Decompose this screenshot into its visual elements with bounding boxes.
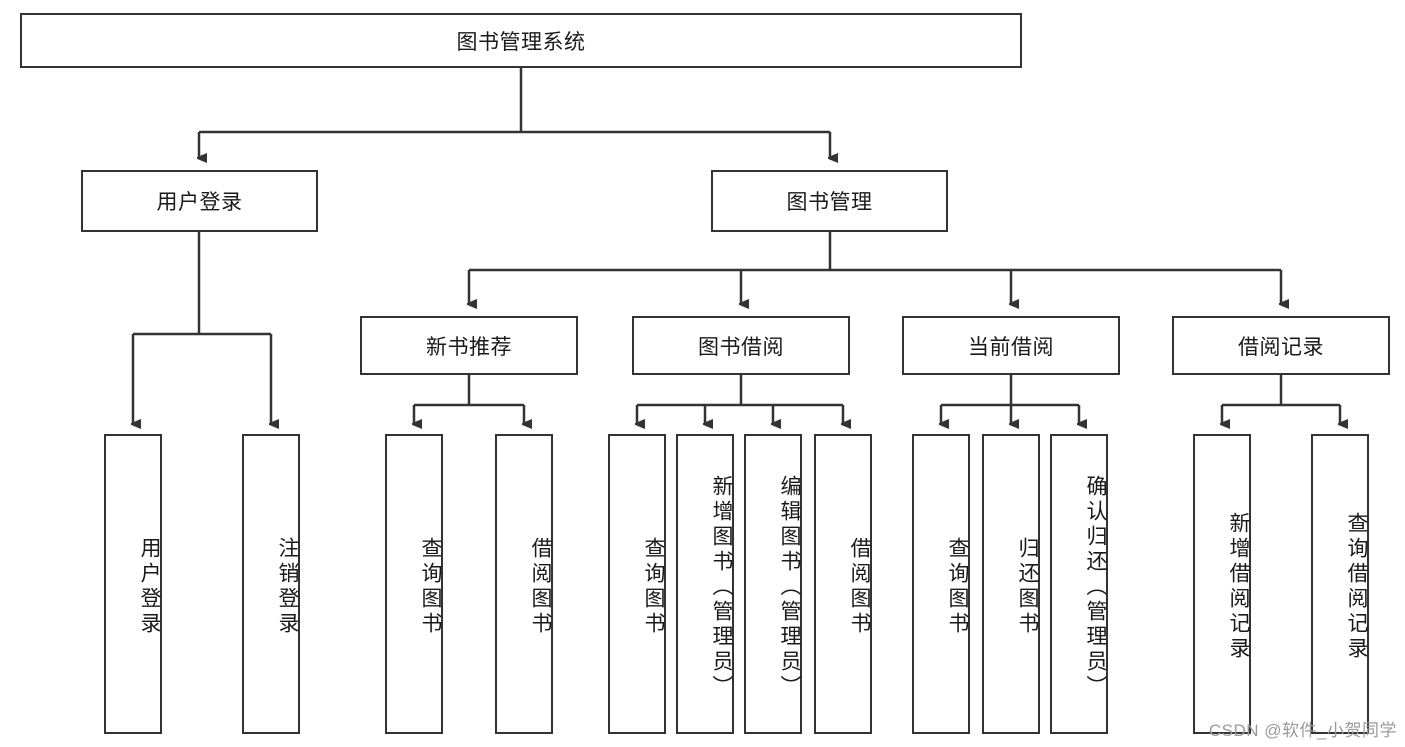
leaf-current-confirm-return-admin[interactable]: 确认归还（管理员） — [1050, 434, 1108, 734]
leaf-user-login-login[interactable]: 用户登录 — [104, 434, 162, 734]
node-label: 查询借阅记录 — [1345, 512, 1368, 662]
leaf-recommend-query-book[interactable]: 查询图书 — [385, 434, 443, 734]
node-book-management-system[interactable]: 图书管理系统 — [20, 13, 1022, 68]
node-label: 图书借阅 — [698, 335, 784, 359]
node-label: 图书管理 — [786, 191, 873, 214]
leaf-current-return-book[interactable]: 归还图书 — [982, 434, 1040, 734]
node-label: 归还图书 — [1016, 537, 1039, 637]
node-label: 新增图书（管理员） — [710, 474, 733, 700]
node-book-borrow[interactable]: 图书借阅 — [632, 316, 850, 375]
node-label: 编辑图书（管理员） — [778, 474, 801, 700]
node-user-login[interactable]: 用户登录 — [81, 170, 318, 232]
node-label: 查询图书 — [946, 537, 969, 637]
node-label: 查询图书 — [642, 537, 665, 637]
node-borrow-record[interactable]: 借阅记录 — [1172, 316, 1390, 375]
node-label: 新书推荐 — [426, 335, 512, 359]
node-label: 新增借阅记录 — [1227, 512, 1250, 662]
leaf-current-query-book[interactable]: 查询图书 — [912, 434, 970, 734]
node-label: 图书管理系统 — [456, 30, 586, 54]
leaf-borrow-borrow-book[interactable]: 借阅图书 — [814, 434, 872, 734]
node-label: 当前借阅 — [968, 335, 1054, 359]
node-book-management[interactable]: 图书管理 — [711, 170, 948, 232]
leaf-recommend-borrow-book[interactable]: 借阅图书 — [495, 434, 553, 734]
node-new-book-recommend[interactable]: 新书推荐 — [360, 316, 578, 375]
leaf-record-query-record[interactable]: 查询借阅记录 — [1311, 434, 1369, 734]
node-label: 用户登录 — [138, 537, 161, 637]
node-label: 确认归还（管理员） — [1084, 474, 1107, 700]
leaf-borrow-add-book-admin[interactable]: 新增图书（管理员） — [676, 434, 734, 734]
leaf-borrow-query-book[interactable]: 查询图书 — [608, 434, 666, 734]
node-label: 注销登录 — [276, 537, 299, 637]
node-label: 借阅图书 — [848, 537, 871, 637]
node-label: 用户登录 — [156, 191, 243, 214]
node-current-borrow[interactable]: 当前借阅 — [902, 316, 1120, 375]
node-label: 借阅图书 — [529, 537, 552, 637]
leaf-borrow-edit-book-admin[interactable]: 编辑图书（管理员） — [744, 434, 802, 734]
leaf-record-add-record[interactable]: 新增借阅记录 — [1193, 434, 1251, 734]
csdn-watermark: CSDN @软件_小贺同学 — [1208, 721, 1397, 740]
node-label: 借阅记录 — [1238, 335, 1324, 359]
node-label: 查询图书 — [419, 537, 442, 637]
leaf-user-login-logout[interactable]: 注销登录 — [242, 434, 300, 734]
